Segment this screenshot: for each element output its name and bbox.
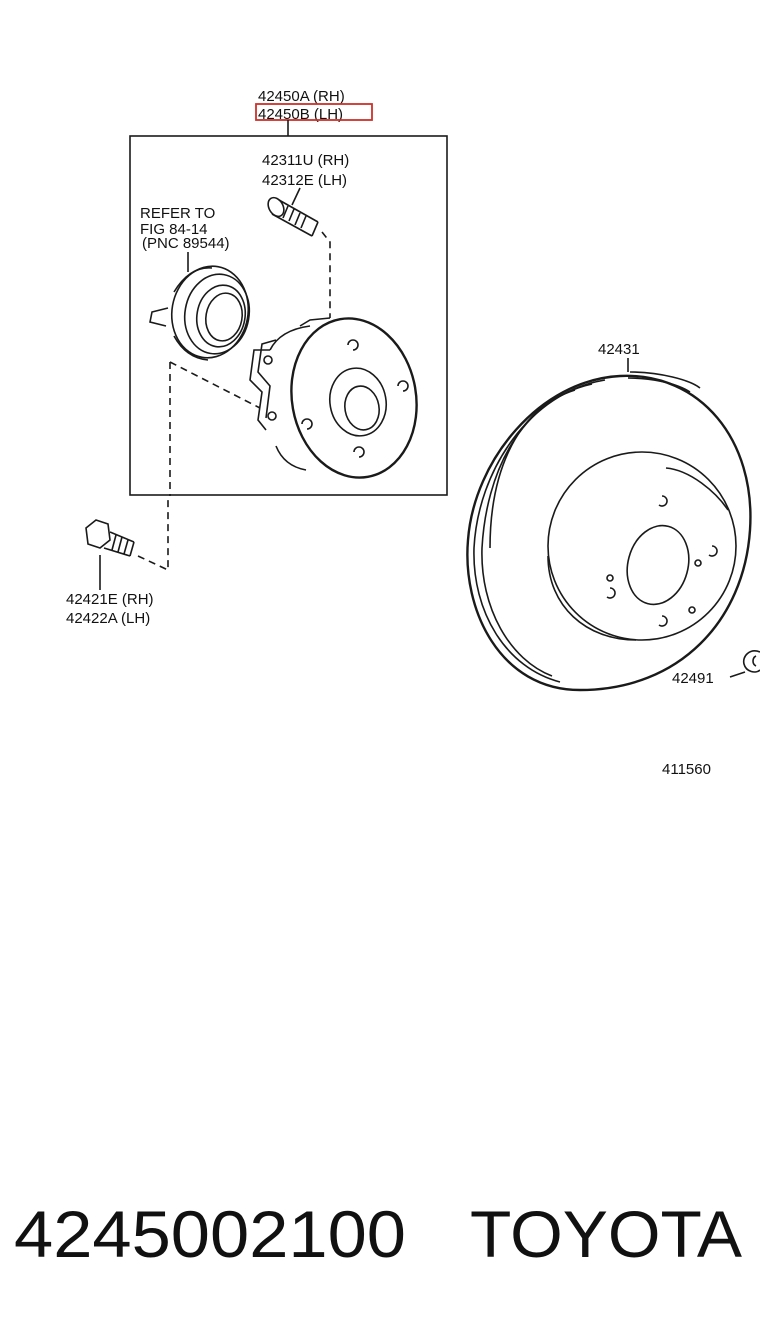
ring-to-hub-dashline	[169, 361, 261, 409]
assembly-frame	[129, 135, 448, 496]
brake-disc-icon	[466, 371, 752, 692]
figure-number: 411560	[662, 761, 711, 778]
hub-bolt-dashline	[321, 231, 331, 318]
plug-label: 42491	[672, 670, 714, 687]
hub-assembly-label-rh: 42450A (RH)	[258, 88, 345, 105]
highlight-box	[255, 103, 373, 121]
mount-bolt-dashline	[137, 496, 169, 572]
mount-bolt-label-rh: 42421E (RH)	[66, 591, 154, 608]
disc-label: 42431	[598, 341, 640, 358]
refer-note-line1: REFER TO	[140, 205, 215, 222]
hub-bolt-label-lh: 42312E (LH)	[262, 172, 347, 189]
refer-note-line3: (PNC 89544)	[142, 235, 230, 252]
refer-note-line2: FIG 84-14	[140, 221, 208, 238]
mount-bolt-label-lh: 42422A (LH)	[66, 610, 150, 627]
plug-leader	[729, 671, 746, 678]
mount-bolt-icon	[85, 519, 135, 557]
hub-bolt-leader	[291, 187, 301, 206]
part-number: 4245002100	[14, 1197, 406, 1271]
plug-icon	[742, 650, 760, 673]
hub-bearing-icon	[249, 317, 418, 479]
hub-bolt-icon	[267, 196, 319, 237]
sensor-ring-icon	[149, 265, 251, 361]
brand-name: TOYOTA	[470, 1197, 742, 1271]
hub-bolt-label-rh: 42311U (RH)	[262, 152, 349, 169]
hub-assembly-label-lh[interactable]: 42450B (LH)	[258, 106, 343, 123]
